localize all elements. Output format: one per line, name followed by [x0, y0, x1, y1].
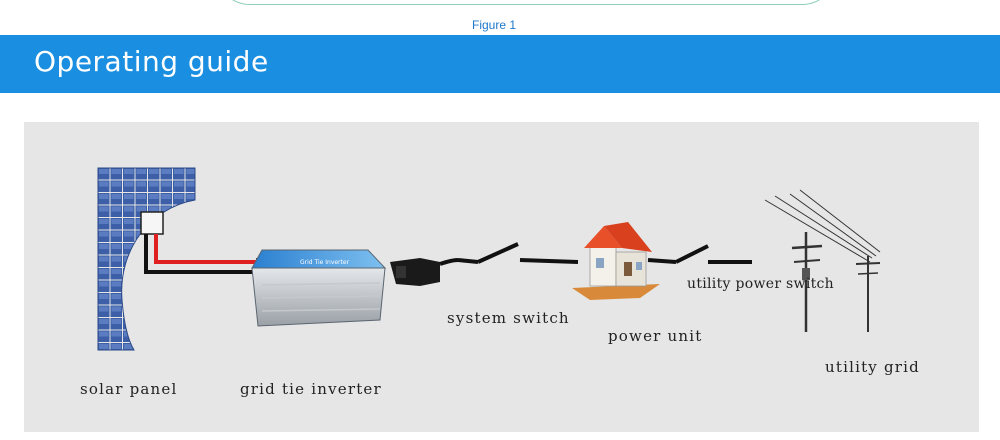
utility-power-switch-icon — [647, 244, 752, 264]
inverter-label: Grid Tie Inverter — [300, 259, 350, 266]
dc-cables — [144, 234, 266, 276]
section-title: Operating guide — [34, 45, 269, 78]
inverter-icon: Grid Tie Inverter — [251, 249, 387, 327]
utility-pole-icon — [764, 189, 881, 332]
section-banner: Operating guide — [0, 35, 1000, 93]
label-system-switch: system switch — [447, 309, 570, 327]
system-switch-icon — [457, 242, 579, 264]
label-power-unit: power unit — [608, 327, 703, 345]
power-plug-icon — [390, 258, 459, 286]
house-icon — [572, 222, 660, 300]
figure-caption: Figure 1 — [472, 18, 517, 32]
label-utility-grid: utility grid — [825, 358, 920, 376]
label-utility-power-switch: utility power switch — [687, 276, 834, 292]
junction-box — [140, 211, 164, 235]
label-solar-panel: solar panel — [80, 380, 178, 398]
solar-panel-icon — [97, 167, 196, 351]
label-grid-tie-inverter: grid tie inverter — [240, 380, 382, 398]
